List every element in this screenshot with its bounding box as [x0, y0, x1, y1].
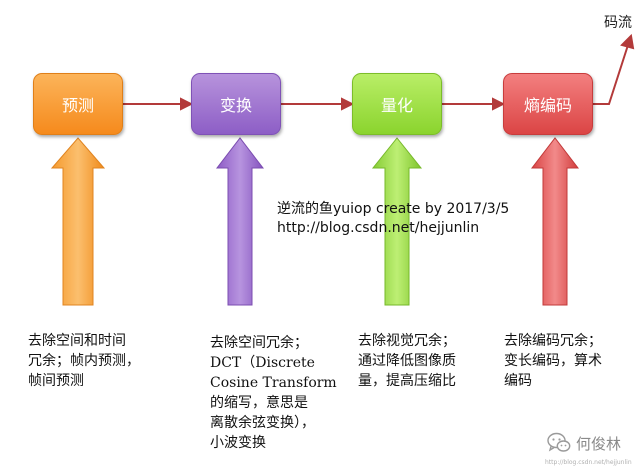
watermark-text: 逆流的鱼yuiop create by 2017/3/5 http://blog… — [277, 201, 510, 236]
flow-arrowhead-3 — [492, 97, 506, 111]
flow-arrow-output — [593, 44, 629, 105]
stage-transform: 变换 — [191, 73, 281, 135]
stage-predict-label: 预测 — [61, 96, 94, 115]
flow-arrowhead-1 — [180, 97, 194, 111]
up-arrow-quantize — [371, 137, 423, 306]
stage-quantize: 量化 — [352, 73, 442, 135]
stage-quantize-label: 量化 — [380, 96, 413, 115]
transform-description: 去除空间冗余； DCT（Discrete Cosine Transform 的缩… — [210, 335, 337, 451]
badge-author-name: 何俊林 — [576, 434, 622, 453]
up-arrow-predict — [50, 137, 106, 306]
stage-entropy-coding: 熵编码 — [503, 73, 593, 135]
stage-transform-label: 变换 — [219, 96, 252, 115]
flow-arrowhead-2 — [341, 97, 355, 111]
stage-entropy-coding-label: 熵编码 — [523, 96, 572, 115]
footnote-url: http://blog.csdn.net/hejjunlin — [545, 459, 632, 466]
quantize-description: 去除视觉冗余； 通过降低图像质 量，提高压缩比 — [358, 333, 456, 389]
predict-description: 去除空间和时间 冗余；帧内预测， 帧间预测 — [28, 333, 140, 389]
wechat-icon — [547, 432, 571, 452]
wechat-badge: 何俊林 — [547, 432, 621, 454]
up-arrow-entropy — [530, 137, 580, 306]
up-arrow-transform — [215, 137, 265, 306]
flow-arrowhead-output — [620, 33, 635, 50]
entropy-coding-description: 去除编码冗余； 变长编码，算术 编码 — [504, 333, 602, 389]
stage-predict: 预测 — [33, 73, 123, 135]
output-bitstream-label: 码流 — [604, 15, 632, 31]
